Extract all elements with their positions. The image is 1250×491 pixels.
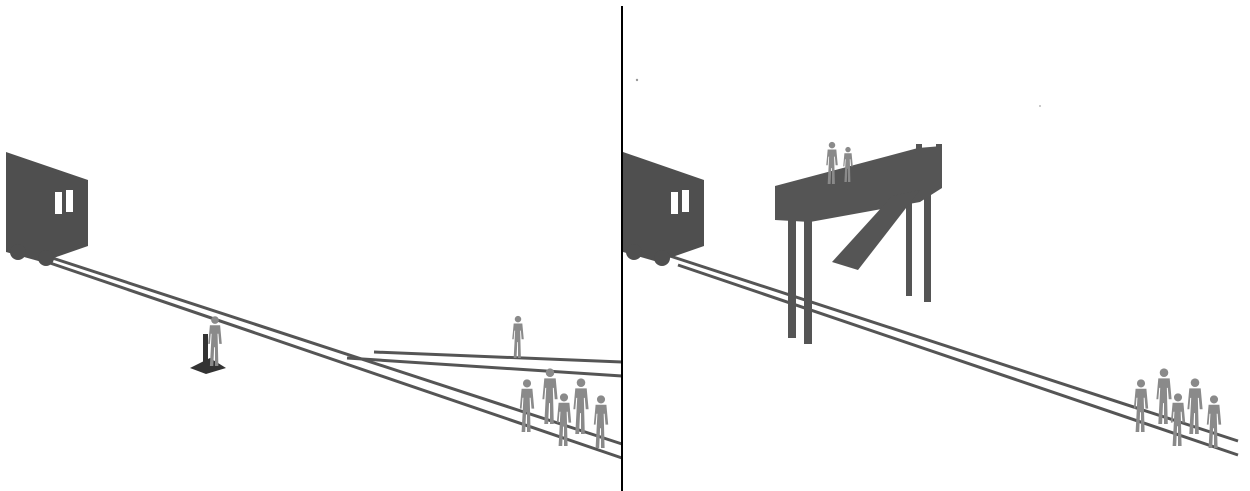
lever — [203, 334, 208, 362]
train-car-right — [623, 152, 704, 266]
train-window — [55, 192, 62, 214]
right-panel — [623, 79, 1238, 455]
person — [573, 378, 588, 434]
person — [542, 368, 557, 424]
main-track-left — [40, 254, 622, 458]
train-window — [682, 190, 689, 212]
speck — [1039, 105, 1041, 107]
footbridge — [775, 144, 942, 344]
side-track — [347, 352, 622, 376]
train-car-left — [6, 152, 88, 266]
person — [1207, 395, 1221, 448]
side-track-person — [512, 316, 524, 358]
main-track-right — [670, 256, 1238, 455]
left-panel — [6, 152, 622, 458]
person — [557, 393, 571, 446]
switch-lever-operator — [190, 316, 226, 374]
train-window — [671, 192, 678, 214]
main-track-group-right — [1134, 368, 1221, 448]
speck — [636, 79, 638, 81]
train-window — [66, 190, 73, 212]
